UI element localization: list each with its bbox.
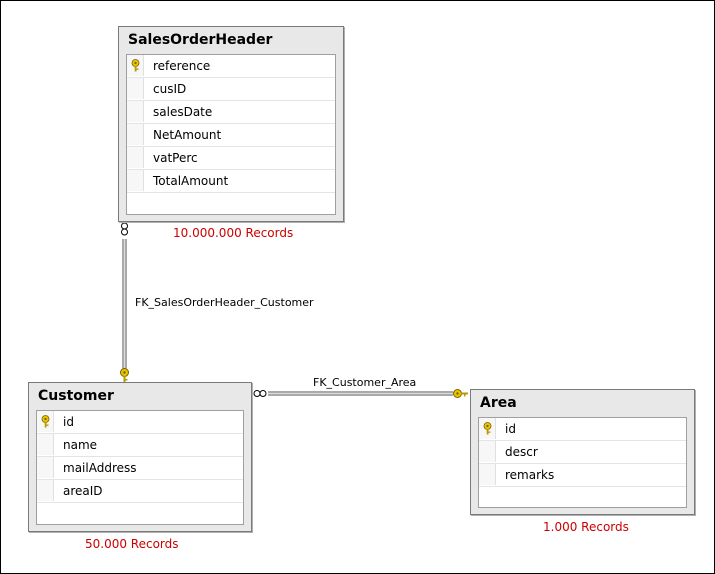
infinity-icon [253,390,267,397]
record-count-sales-order-header: 10.000.000 Records [173,226,294,240]
column-row[interactable]: name [37,434,243,457]
column-row[interactable]: remarks [479,464,686,487]
relationship-label-customer-area[interactable]: FK_Customer_Area [313,376,417,389]
column-row[interactable]: id [479,418,686,441]
column-row[interactable]: vatPerc [127,147,335,170]
column-row[interactable]: id [37,411,243,434]
column-name: NetAmount [153,128,222,142]
infinity-icon [121,222,128,236]
table-customer[interactable]: Customer id name mailAddress areaID [28,382,252,532]
column-name: salesDate [153,105,213,119]
column-row[interactable]: reference [127,55,335,78]
key-icon [453,389,468,398]
column-list: id descr remarks [478,417,687,508]
column-name: TotalAmount [153,174,229,188]
relationship-line-customer-area[interactable] [268,391,453,396]
column-row[interactable]: descr [479,441,686,464]
table-sales-order-header[interactable]: SalesOrderHeader reference cusID salesDa… [118,26,344,222]
column-name: descr [505,445,538,459]
column-list: reference cusID salesDate NetAmount vatP… [126,54,336,215]
column-row[interactable]: mailAddress [37,457,243,480]
column-name: cusID [153,82,187,96]
column-row[interactable]: cusID [127,78,335,101]
key-icon [120,368,129,383]
column-name: vatPerc [153,151,198,165]
column-row[interactable]: TotalAmount [127,170,335,193]
column-row[interactable]: areaID [37,480,243,503]
table-title: SalesOrderHeader [128,32,273,48]
relationship-label-sales-customer[interactable]: FK_SalesOrderHeader_Customer [135,296,314,309]
table-title: Area [480,395,517,411]
column-name: mailAddress [63,461,137,475]
record-count-area: 1.000 Records [543,520,629,534]
column-row[interactable]: salesDate [127,101,335,124]
column-row[interactable]: NetAmount [127,124,335,147]
primary-key-icon [483,422,492,435]
table-title: Customer [38,388,114,404]
table-area[interactable]: Area id descr remarks [470,389,695,515]
column-name: name [63,438,98,452]
column-name: id [505,422,516,436]
column-list: id name mailAddress areaID [36,410,244,525]
column-name: remarks [505,468,555,482]
column-name: areaID [63,484,103,498]
primary-key-icon [131,59,140,72]
relationship-line-sales-customer[interactable] [122,239,127,373]
column-name: reference [153,59,211,73]
record-count-customer: 50.000 Records [85,537,179,551]
primary-key-icon [41,415,50,428]
column-name: id [63,415,74,429]
